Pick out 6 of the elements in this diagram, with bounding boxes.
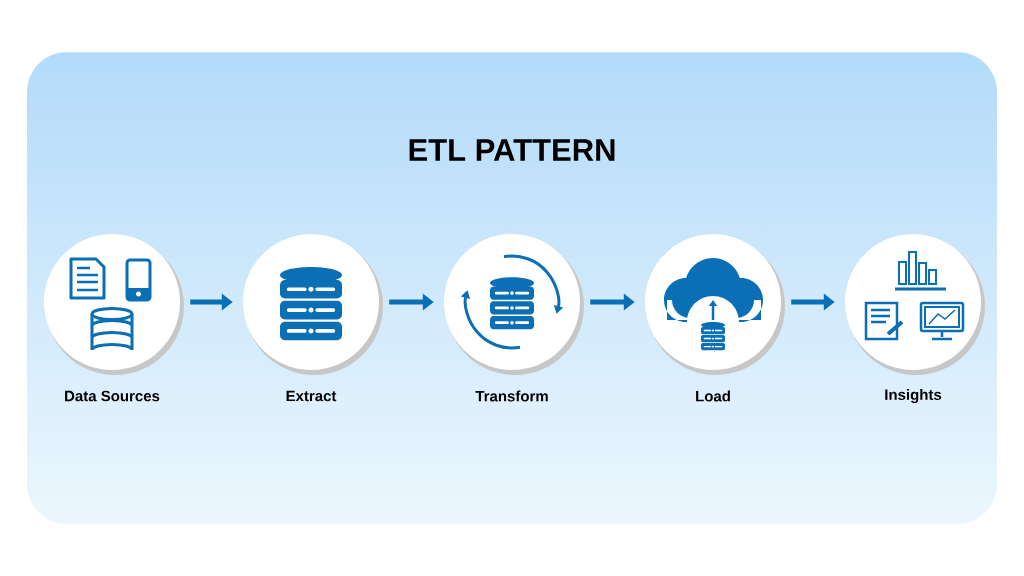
step-label: Transform bbox=[475, 390, 548, 402]
step-label: Extract bbox=[286, 390, 337, 402]
title: ETL PATTERN bbox=[409, 139, 615, 161]
step-label: Load bbox=[696, 390, 730, 402]
step-label: Data Sources bbox=[65, 390, 160, 402]
step-label: Insights bbox=[885, 389, 942, 404]
